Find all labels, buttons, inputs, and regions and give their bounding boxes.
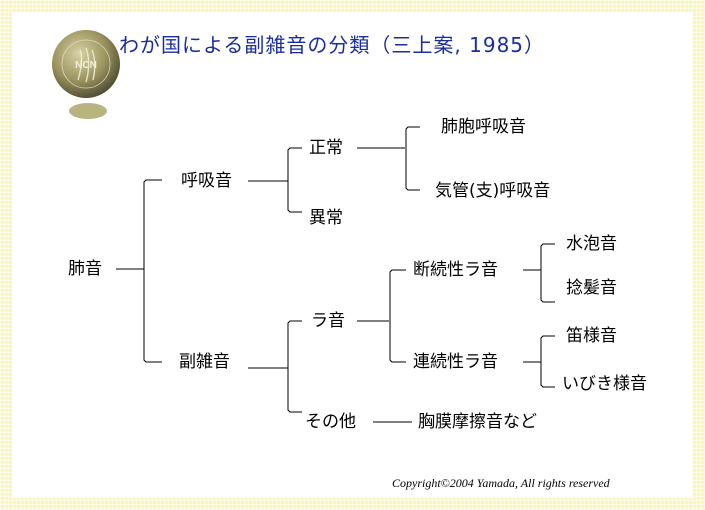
node-wheezes: 笛様音 xyxy=(566,326,617,346)
node-abnormal: 異常 xyxy=(309,208,343,228)
node-lung-sounds: 肺音 xyxy=(68,259,102,279)
ncn-logo: NCN xyxy=(52,30,120,119)
node-rales: ラ音 xyxy=(311,311,345,331)
svg-text:NCN: NCN xyxy=(75,60,97,71)
node-continuous: 連続性ラ音 xyxy=(413,352,498,372)
node-discontinuous: 断続性ラ音 xyxy=(413,260,498,280)
node-fine-crackles: 捻髪音 xyxy=(566,278,617,298)
node-adventitious: 副雑音 xyxy=(179,352,230,372)
node-other: その他 xyxy=(305,412,356,432)
page-title: わが国による副雑音の分類（三上案, 1985） xyxy=(119,33,546,57)
node-normal: 正常 xyxy=(309,138,343,158)
node-bronchial: 気管(支)呼吸音 xyxy=(435,181,551,201)
copyright-notice: Copyright©2004 Yamada, All rights reserv… xyxy=(392,476,610,490)
node-vesicular: 肺胞呼吸音 xyxy=(441,117,526,137)
node-breath-sounds: 呼吸音 xyxy=(181,171,232,191)
node-pleural-rub: 胸膜摩擦音など xyxy=(418,412,537,432)
node-rhonchi: いびき様音 xyxy=(562,374,647,394)
node-coarse-crackles: 水泡音 xyxy=(566,234,617,254)
slide xyxy=(12,12,693,498)
